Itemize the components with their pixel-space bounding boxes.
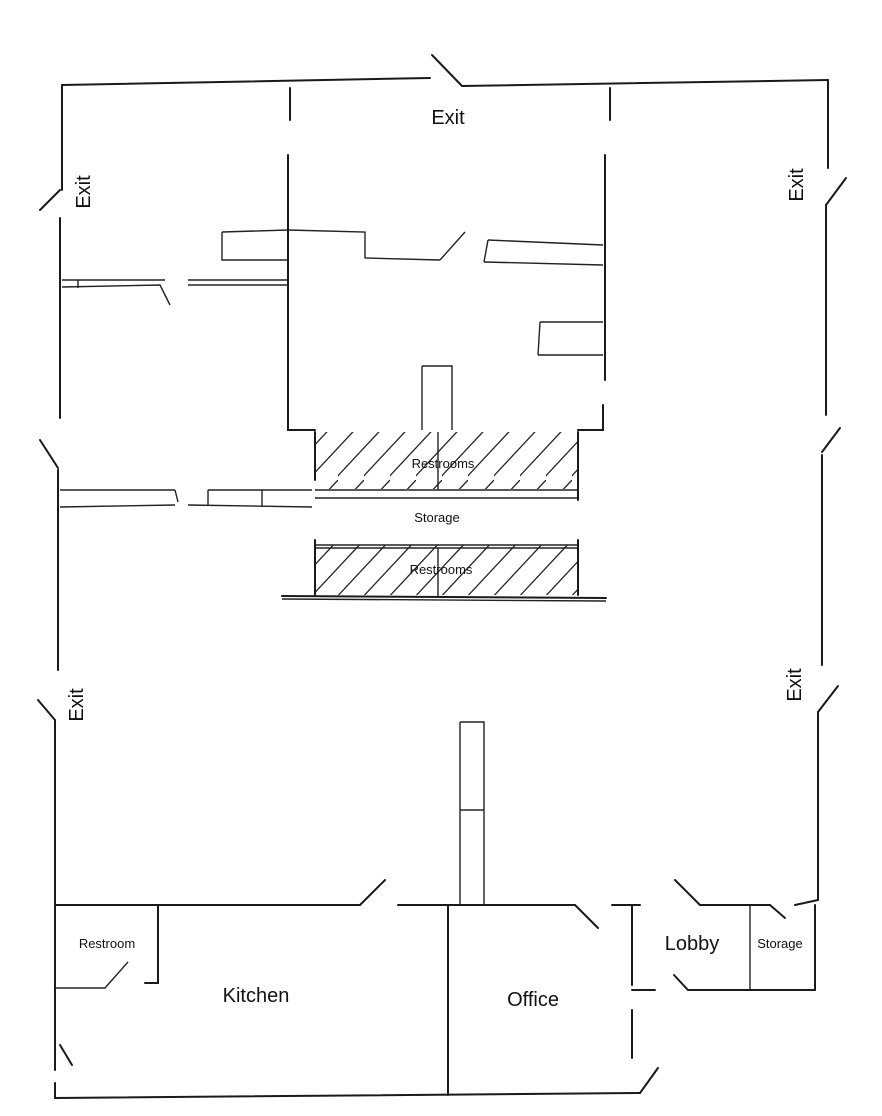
lobby-label: Lobby <box>665 933 720 955</box>
exit-label-left-upper: Exit <box>73 175 95 209</box>
storage-label-small: Storage <box>757 936 803 951</box>
outer-walls <box>54 54 829 1099</box>
restroom-label: Restroom <box>79 936 135 951</box>
restrooms-label-lower: Restrooms <box>410 562 473 577</box>
bottom-rooms <box>54 879 819 1096</box>
exit-doors <box>37 177 847 721</box>
restrooms-label-upper: Restrooms <box>412 456 475 471</box>
storage-label-center: Storage <box>414 510 460 525</box>
exit-label-top: Exit <box>431 107 465 129</box>
room-labels: Exit Exit Exit Exit Exit Restrooms Stora… <box>66 107 808 1011</box>
exit-label-right-lower: Exit <box>784 668 806 702</box>
left-middle-partition <box>59 489 313 508</box>
restroom-storage-core <box>281 431 607 602</box>
upper-central-room <box>221 87 611 431</box>
left-upper-partition <box>61 279 288 306</box>
office-label: Office <box>507 989 559 1011</box>
exit-label-left-lower: Exit <box>66 688 88 722</box>
kitchen-label: Kitchen <box>223 985 290 1007</box>
center-column <box>459 721 485 905</box>
exit-label-right-upper: Exit <box>786 168 808 202</box>
